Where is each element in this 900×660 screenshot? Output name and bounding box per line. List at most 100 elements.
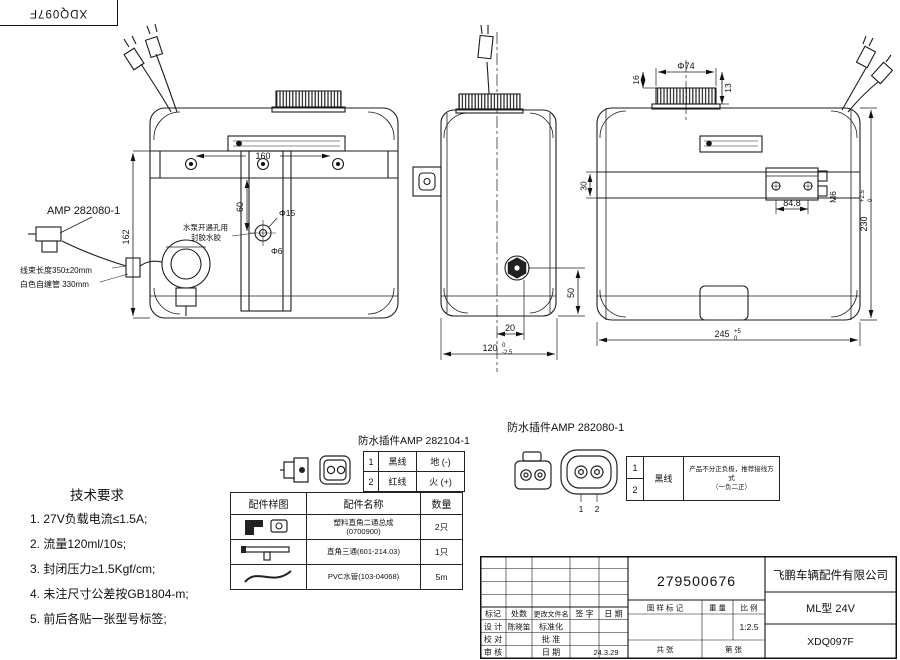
dim-245: 245 <box>714 329 729 339</box>
dim-230-tol-up: +2.5 <box>860 189 866 202</box>
wire-color: 红线 <box>378 471 417 492</box>
tb-audit-label: 审 核 <box>484 647 502 657</box>
dim-phi6: Φ6 <box>271 246 283 256</box>
side-view-dimensions <box>440 267 585 360</box>
tank-body-front <box>149 107 399 319</box>
tb-sheets-label: 共 张 <box>656 645 674 654</box>
dim-230: 230 <box>859 216 869 231</box>
mount-bracket <box>765 167 828 201</box>
part-name: 直角三通(601-214.03) <box>327 547 400 557</box>
bolt-hole <box>256 157 270 171</box>
model-name: ML型 24V <box>806 601 856 615</box>
tb-count-label: 处数 <box>511 609 527 619</box>
dim-160: 160 <box>255 151 270 161</box>
table-row: 1 黑线 地 (-) <box>363 451 465 472</box>
sample-cell <box>230 564 307 590</box>
tech-req-item: 1. 27V负载电流≤1.5A; <box>30 512 148 526</box>
wire-connector-icon <box>144 23 164 59</box>
dim-120-tol-dn: -2.5 <box>502 350 513 356</box>
wire-connector-icon <box>870 54 894 85</box>
tank-body-rear <box>596 107 861 321</box>
tech-req-item: 2. 流量120ml/10s; <box>30 537 127 551</box>
bolt-hole <box>184 157 198 171</box>
dim-m6: M6 <box>828 191 838 203</box>
dim-13: 13 <box>723 83 733 93</box>
side-view-labels: 50 20 120 0 -2.5 <box>482 288 576 356</box>
amp-connector-icon <box>28 226 62 253</box>
drain-bolt <box>504 255 530 281</box>
parts-header-row: 配件样图 配件名称 数量 <box>230 492 463 515</box>
title-block: 标记 处数 更改文件名 签 字 日 期 设 计 陈晓笛 标准化 校 对 批 准 … <box>480 556 897 659</box>
dim-84-8: 84.8 <box>783 198 801 208</box>
sample-cell <box>230 514 307 540</box>
tb-scale-label: 比 例 <box>740 603 757 613</box>
rear-view-dimensions <box>586 68 877 346</box>
part-qty: 5m <box>420 564 463 590</box>
tb-date-label: 日 期 <box>604 610 622 619</box>
tb-standardize-label: 标准化 <box>539 621 563 631</box>
pin-number: 1 <box>363 451 379 472</box>
mount-lug <box>412 166 442 197</box>
tank-body-side <box>440 109 557 317</box>
table-row: 直角三通(601-214.03) 1只 <box>230 539 463 565</box>
rear-view <box>586 35 894 346</box>
dim-230-tol-dn: 0 <box>868 198 874 202</box>
part-qty: 2只 <box>420 514 463 540</box>
tee-fitting-icon <box>240 546 290 561</box>
rear-view-labels: Φ74 16 13 30 84.8 M6 230 +2.5 0 245 +5 0 <box>579 61 875 342</box>
tb-page-label: 第 张 <box>725 644 743 654</box>
tb-sign-label: 签 字 <box>575 609 593 619</box>
connector-a-table: 1 黑线 地 (-) 2 红线 火 (+) <box>363 451 465 492</box>
connector-a-drawing <box>280 455 351 485</box>
wire-polarity: 火 (+) <box>416 471 465 492</box>
orthographic-views: AMP 282080-1 线束长度350±20mm 白色自缠管 330mm 水泵… <box>20 23 894 372</box>
dim-120-tol-up: 0 <box>502 343 506 349</box>
tech-req-title: 技术要求 <box>70 488 124 503</box>
part-name: PVC水管(103-04068) <box>327 572 400 582</box>
product-label-plate <box>227 135 346 152</box>
tech-req-item: 5. 前后各贴一张型号标签; <box>30 612 167 626</box>
tb-scale-value: 1:2.5 <box>740 622 759 632</box>
pin-number: 2 <box>363 471 379 492</box>
wiring-note-line1: 产品不分正负极，推荐接线方式 <box>689 465 774 482</box>
dim-60: 60 <box>235 202 245 212</box>
pin-number: 1 <box>626 456 644 479</box>
tb-designer-name: 陈晓笛 <box>508 621 531 631</box>
tech-req-item: 3. 封闭压力≥1.5Kgf/cm; <box>30 562 156 576</box>
wire-connector-icon <box>477 24 494 60</box>
connector-oval-icon <box>560 449 618 502</box>
drawing-code: XDQ097F <box>807 636 854 648</box>
part-name-cell: 直角三通(601-214.03) <box>306 539 421 565</box>
filler-cap <box>275 90 342 108</box>
pin-number: 2 <box>626 478 644 501</box>
part-name: 塑料直角二通总成 <box>333 517 394 527</box>
amp-connector-label: AMP 282080-1 <box>47 205 120 217</box>
header-name: 配件名称 <box>306 492 421 515</box>
center-bracket <box>240 150 292 312</box>
dim-16: 16 <box>631 75 641 85</box>
connector-a-title: 防水插件AMP 282104-1 <box>358 435 470 447</box>
hose-icon <box>243 570 292 583</box>
front-view-labels: AMP 282080-1 线束长度350±20mm 白色自缠管 330mm 水泵… <box>20 151 296 289</box>
wiring-note-cell: 产品不分正负极，推荐接线方式 （一负二正） <box>683 456 780 501</box>
pump-hole <box>250 217 278 246</box>
wire-color: 黑线 <box>378 451 417 472</box>
white-tube-note: 白色自缠管 330mm <box>20 279 89 289</box>
corner-code-box: XDQ097F <box>0 0 118 26</box>
tb-weight-label: 重 量 <box>709 604 727 613</box>
connector-b-title: 防水插件AMP 282080-1 <box>507 422 625 434</box>
washer-pump <box>161 239 211 316</box>
tb-change-doc-label: 更改文件名 <box>534 610 569 619</box>
table-row: PVC水管(103-04068) 5m <box>230 564 463 590</box>
bolt-hole <box>331 157 345 171</box>
sample-cell <box>230 539 307 565</box>
tb-date-label-2: 日 期 <box>542 648 560 657</box>
dim-120: 120 <box>482 343 497 353</box>
part-number: 279500676 <box>657 573 736 589</box>
pin-2-label: 2 <box>595 504 600 514</box>
dim-20: 20 <box>505 323 515 333</box>
dim-phi15: Φ15 <box>279 208 296 218</box>
connector-front-icon <box>319 455 351 485</box>
part-code: (0700900) <box>346 527 381 536</box>
